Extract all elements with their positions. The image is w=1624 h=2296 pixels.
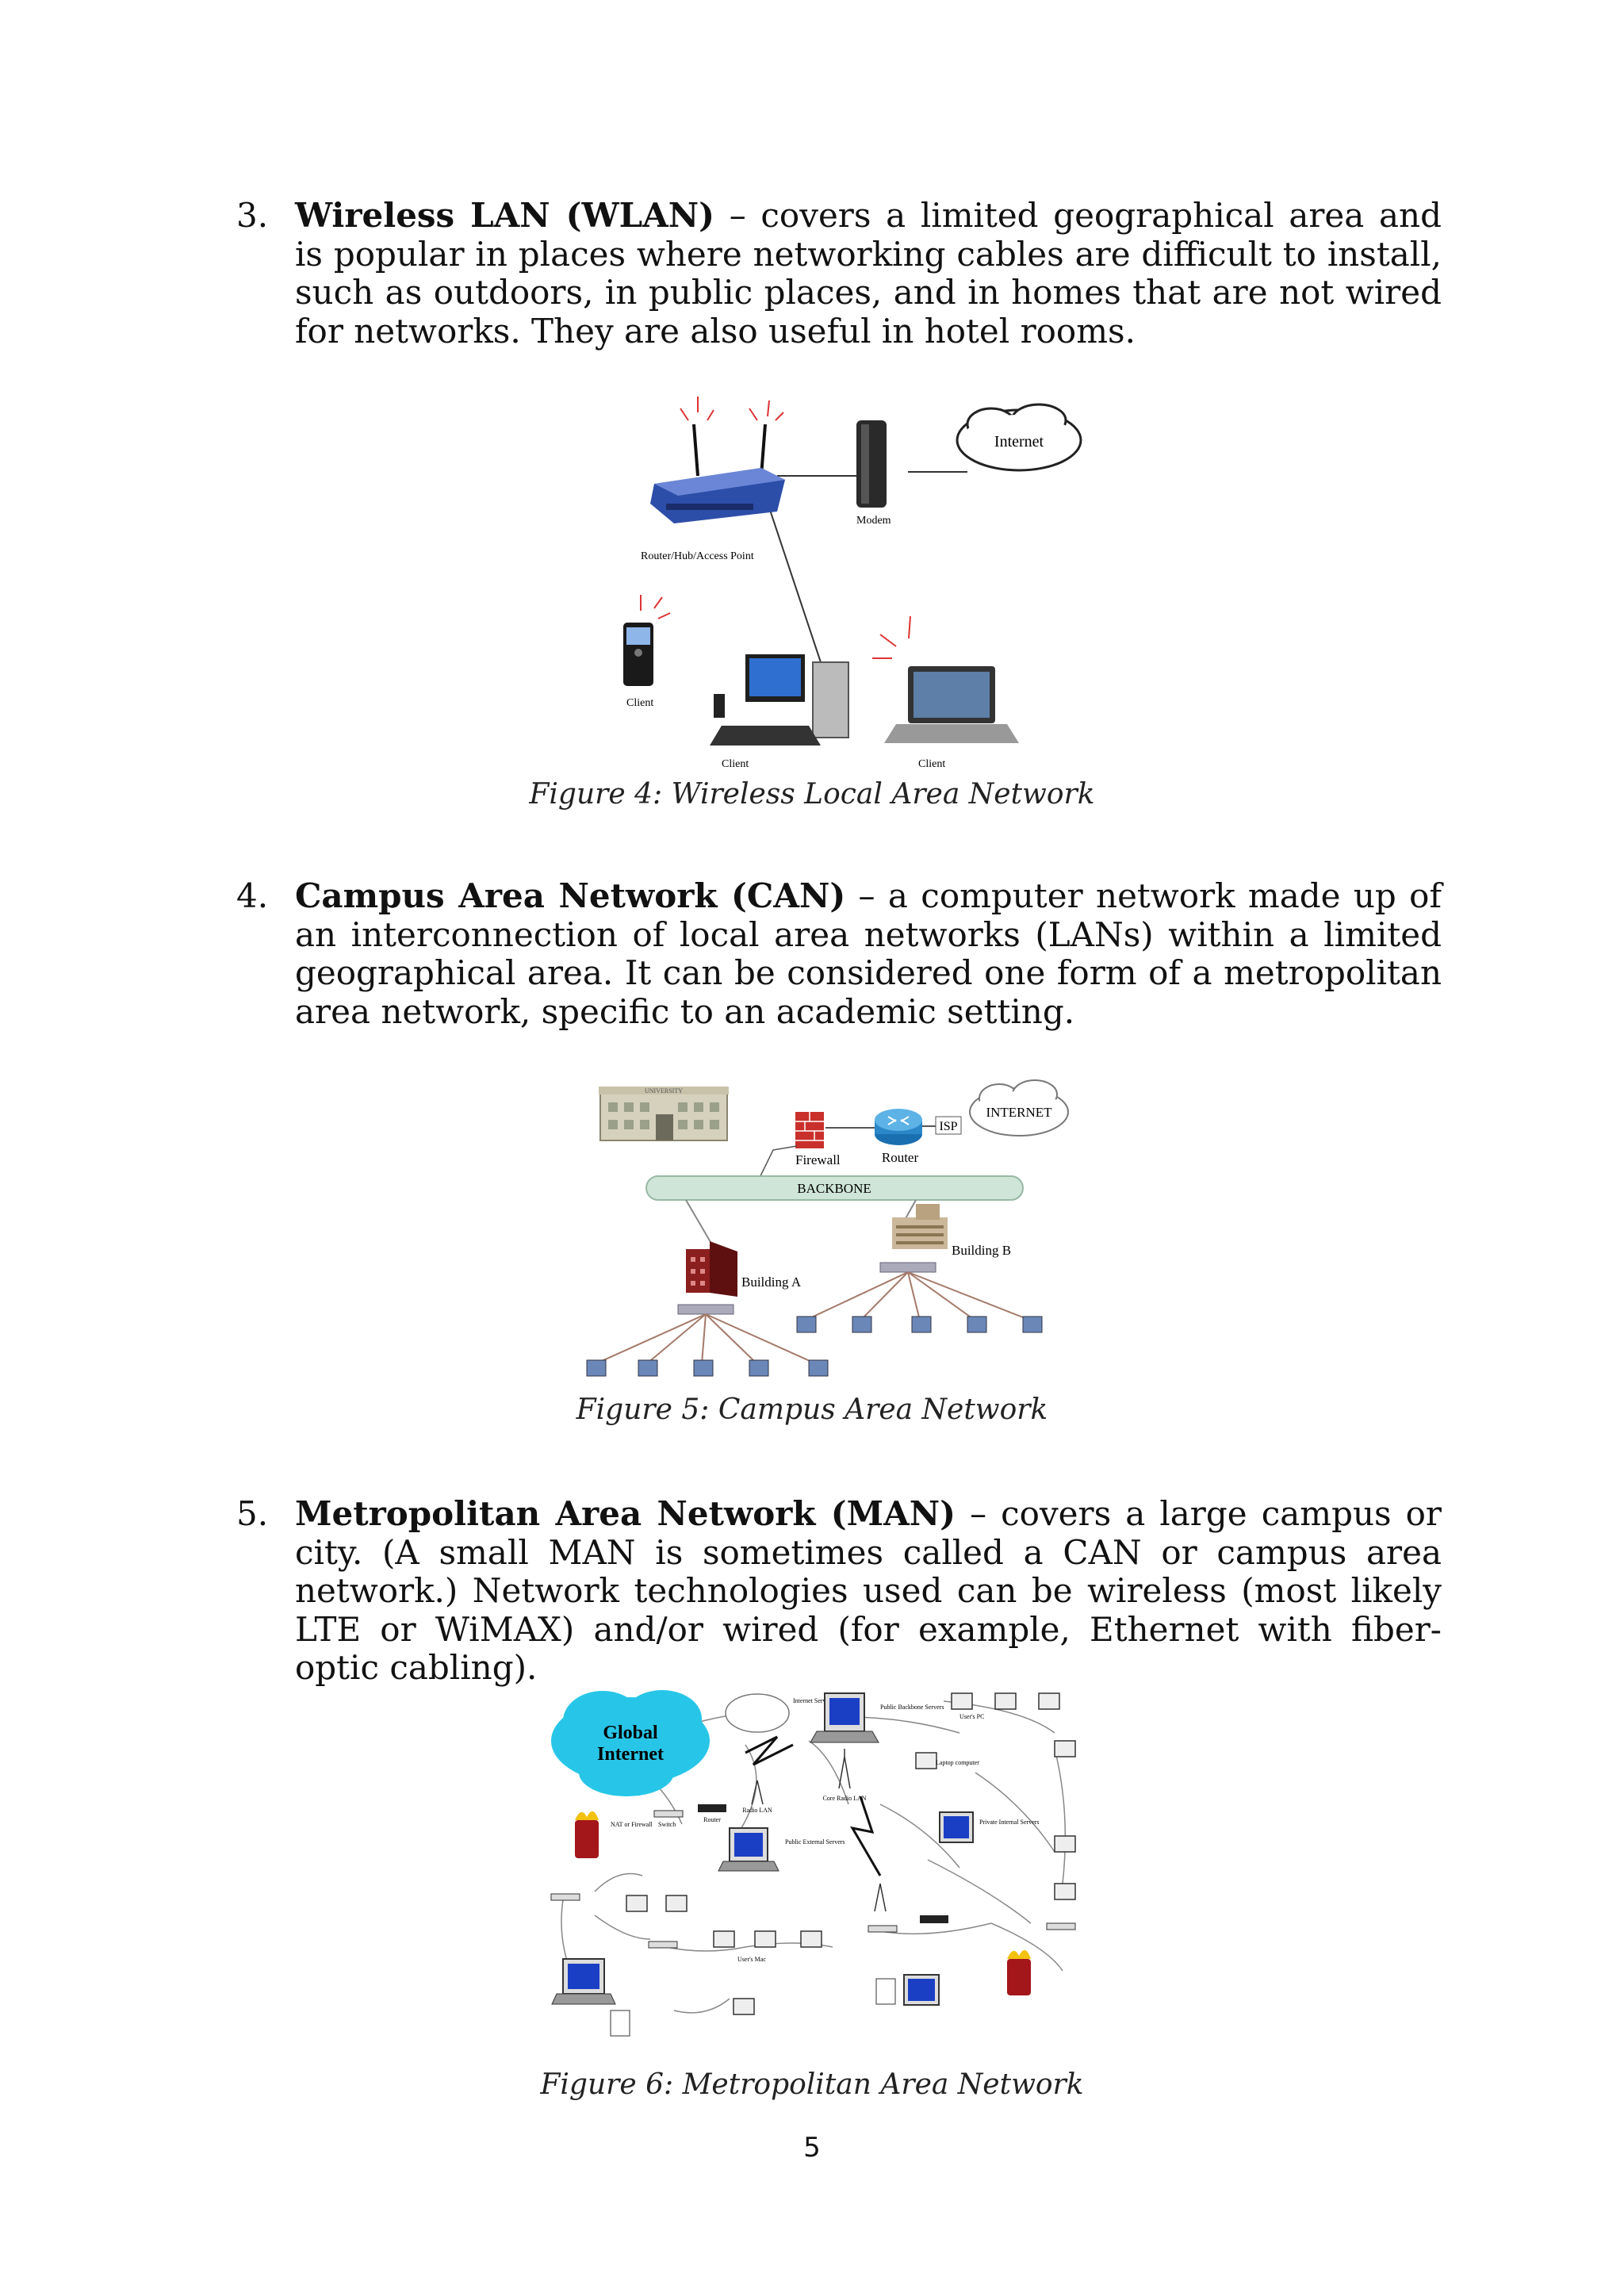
users-pc-icon [626,1895,688,1912]
backbone-label: BACKBONE [797,1181,871,1196]
nat-firewall-label: NAT or Firewall [611,1821,653,1828]
section-term: Wireless LAN (WLAN) [295,196,715,235]
building-a-icon [686,1241,737,1297]
section-body: – covers a limited geographical area and… [295,196,1442,351]
figure-caption: Figure 4: Wireless Local Area Network [529,778,1095,811]
client-phone-label: Client [626,697,653,709]
modem-label: Modem [856,515,891,527]
figure-can: UNIVERSITY Firewall Router ISP INTERNET … [586,1079,1069,1377]
users-mac-label: User's Mac [737,1956,766,1963]
document-icon [875,1978,896,2005]
public-servers-label: Public External Servers [785,1838,845,1846]
global-internet-label-2: Internet [597,1744,664,1765]
core-radio-lan-label: Core Radio LAN [822,1795,866,1802]
building-a-label: Building A [741,1274,802,1290]
isp-cloud-icon [725,1693,790,1733]
private-server-icon [551,1958,616,2005]
modem-icon [856,420,887,508]
router-label: Router [882,1150,919,1165]
users-pc-icon [713,1930,822,2015]
firewall-label: Firewall [795,1152,841,1167]
section-body: – a computer network made up of an inter… [295,876,1442,1031]
laptop-label: Laptop computer [936,1759,979,1766]
users-pc-icon [915,1692,1076,1769]
section-body: – covers a large campus or city. (A smal… [295,1494,1442,1688]
section-number: 4. [236,876,269,915]
firewall-icon [795,1112,824,1148]
global-internet-cloud-icon [551,1690,710,1796]
mobile-phone-icon [623,623,653,686]
firewall-icon [575,1811,599,1858]
router-icon [920,1915,948,1923]
switch-label: Switch [658,1821,676,1828]
switch-icon [550,1893,580,1901]
pc-icon [586,1316,1043,1377]
router-label: Router [703,1816,721,1823]
internet-cloud-icon [956,403,1082,472]
page-number: 5 [803,2132,821,2164]
router-icon [875,1109,922,1145]
figure-caption: Figure 6: Metropolitan Area Network [540,2068,1084,2101]
figure-man: Global Internet Internet Service Provide… [550,1690,1076,2037]
section-number: 5. [236,1494,269,1533]
internet-cloud-icon [969,1079,1069,1137]
section-number: 3. [236,196,269,235]
section-wlan: 3. Wireless LAN (WLAN) – covers a limite… [236,196,1442,351]
users-pc-icon [1054,1835,1076,1900]
section-term: Metropolitan Area Network (MAN) [295,1494,956,1533]
public-backbone-label: Public Backbone Servers [880,1704,944,1711]
public-server-icon [718,1827,779,1872]
section-can: 4. Campus Area Network (CAN) – a compute… [236,876,1442,1031]
internet-label: Internet [994,433,1044,450]
private-server-icon [939,1811,974,1843]
firewall-icon [1007,1949,1031,1995]
public-server-icon [903,1974,940,2006]
university-building-icon [599,1087,729,1141]
router-icon [650,424,785,523]
section-text: Metropolitan Area Network (MAN) – covers… [295,1494,1442,1688]
switch-icon [868,1925,898,1933]
switch-icon [648,1941,678,1949]
radio-tower-icon [751,1780,764,1805]
section-text: Wireless LAN (WLAN) – covers a limited g… [295,196,1442,351]
building-b-icon [892,1204,948,1249]
router-icon [698,1804,726,1812]
building-b-label: Building B [952,1243,1011,1258]
document-icon [610,2010,630,2037]
radio-tower-icon [874,1883,887,1912]
radio-lan-label: Radio LAN [742,1807,772,1814]
section-man: 5. Metropolitan Area Network (MAN) – cov… [236,1494,1442,1688]
switch-icon [677,1304,734,1315]
global-internet-label-1: Global [603,1723,658,1743]
internet-label: INTERNET [986,1105,1052,1120]
figure-wlan: Internet Modem Router/Hub/Access Point C… [623,397,1082,770]
switch-icon [879,1262,936,1273]
router-label: Router/Hub/Access Point [641,550,754,562]
desktop-computer-icon [710,654,849,746]
users-pc-label: User's PC [959,1713,984,1720]
figure-caption: Figure 5: Campus Area Network [576,1393,1048,1426]
laptop-icon [884,666,1019,743]
section-term: Campus Area Network (CAN) [295,876,846,915]
section-text: Campus Area Network (CAN) – a computer n… [295,876,1442,1031]
switch-icon [653,1810,684,1818]
switch-icon [1046,1922,1076,1930]
wireless-signal-icon [680,397,784,421]
radio-tower-icon [838,1749,851,1789]
client-laptop-label: Client [918,758,945,770]
backbone-server-icon [810,1692,879,1743]
private-servers-label: Private Internal Servers [979,1819,1040,1826]
university-label: UNIVERSITY [645,1087,683,1094]
isp-label: ISP [939,1120,957,1133]
backbone-bar [645,1175,1024,1201]
client-pc-label: Client [722,758,749,770]
